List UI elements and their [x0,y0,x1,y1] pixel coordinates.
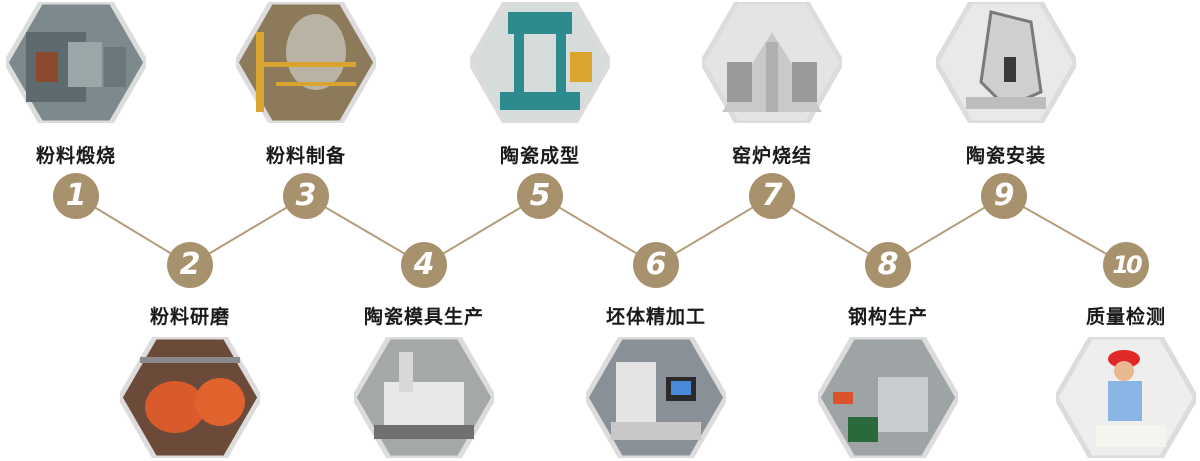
photo-step-7 [702,2,842,123]
step-number-1: 1 [53,173,99,219]
step-label-2: 粉料研磨 [149,306,230,328]
photo-step-3 [236,2,376,123]
photo-step-9 [936,2,1076,123]
ceramic-installation-photo-icon [936,2,1076,123]
step-label-7: 窑炉烧结 [731,145,812,167]
step-label-1: 粉料煅烧 [35,145,116,167]
photo-step-2 [120,337,260,458]
quality-inspection-photo-icon [1056,337,1196,458]
step-number-9: 9 [981,173,1027,219]
step-number-4: 4 [401,242,447,288]
photo-step-5 [470,2,610,123]
step-label-6: 坯体精加工 [605,306,706,328]
step-number-10: 10 [1103,242,1149,288]
photo-step-6 [586,337,726,458]
step-label-4: 陶瓷模具生产 [363,306,484,328]
powder-plant-photo-icon [236,2,376,123]
step-number-3: 3 [283,173,329,219]
step-number-7: 7 [749,173,795,219]
photo-step-8 [818,337,958,458]
photo-step-10 [1056,337,1196,458]
step-number-2: 2 [167,242,213,288]
wire-cut-machine-photo-icon [586,337,726,458]
cnc-machine-photo-icon [354,337,494,458]
step-label-8: 钢构生产 [847,306,928,328]
step-label-5: 陶瓷成型 [499,145,580,167]
step-number-6: 6 [633,242,679,288]
steel-workshop-photo-icon [818,337,958,458]
step-label-3: 粉料制备 [265,145,346,167]
hydraulic-press-photo-icon [470,2,610,123]
step-label-10: 质量检测 [1085,306,1166,328]
furnace-photo-icon [6,2,146,123]
step-label-9: 陶瓷安装 [965,145,1046,167]
step-number-5: 5 [517,173,563,219]
photo-step-4 [354,337,494,458]
kiln-hall-photo-icon [702,2,842,123]
ball-mill-photo-icon [120,337,260,458]
step-number-8: 8 [865,242,911,288]
photo-step-1 [6,2,146,123]
